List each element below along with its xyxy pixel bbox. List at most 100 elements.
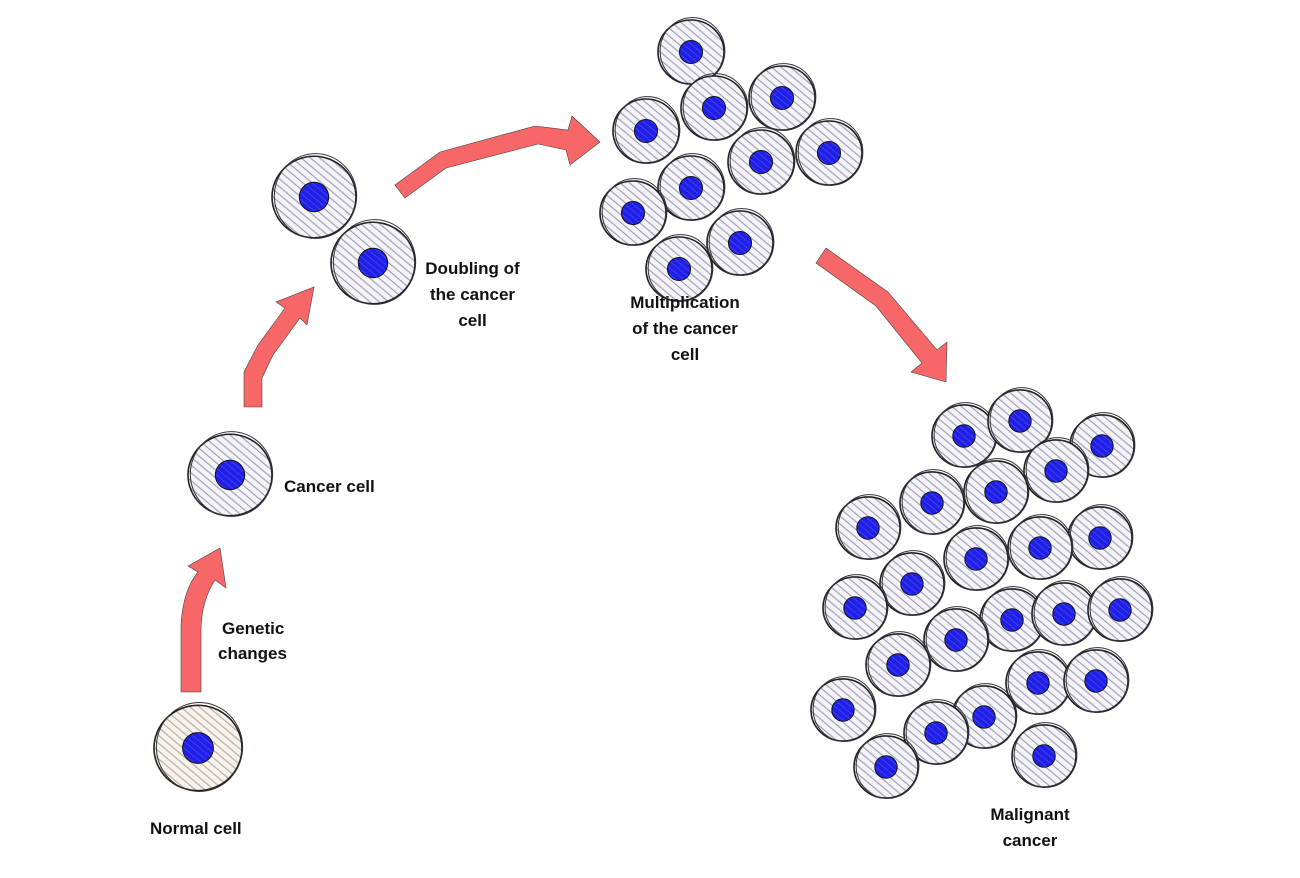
cell-outline-sketch	[1013, 722, 1078, 788]
cell-outline-sketch	[682, 73, 749, 141]
cell-nucleus	[900, 572, 924, 596]
malignant-cell	[903, 699, 970, 765]
label-multiplication-line3: cell	[670, 345, 700, 364]
multiplication-cell	[727, 127, 796, 195]
cell-nucleus	[214, 459, 246, 491]
cell-nucleus	[678, 175, 704, 201]
multiplication-cell	[657, 153, 726, 221]
cell-nucleus	[1108, 598, 1132, 622]
malignant-cell	[865, 631, 932, 697]
malignant-cell	[1023, 437, 1090, 503]
label-multiplication-line1: Multiplication	[630, 293, 740, 312]
cell-outline-sketch	[273, 153, 358, 239]
label-doubling-line3: cell	[458, 311, 487, 330]
cell-nucleus	[298, 181, 330, 213]
arrow-to-doubling	[243, 286, 315, 408]
label-multiplication-line2: of the cancer	[632, 319, 738, 338]
multiplication-cell	[657, 17, 726, 85]
malignant-cell	[853, 733, 920, 799]
cell-outline-sketch	[1025, 437, 1090, 503]
cell-nucleus	[920, 491, 944, 515]
label-malignant-line2: cancer	[1002, 831, 1058, 850]
cell-nucleus	[727, 230, 753, 256]
cell-outline-sketch	[901, 469, 966, 535]
cell-nucleus	[1028, 536, 1052, 560]
label-genetic-changes-line2: changes	[218, 644, 287, 663]
cell-outline-sketch	[812, 676, 877, 742]
malignant-cell	[1087, 576, 1154, 642]
normal-cell	[153, 702, 244, 792]
cell-nucleus	[769, 85, 795, 111]
cell-nucleus	[1044, 459, 1068, 483]
malignant-cell	[931, 402, 998, 468]
malignant-cell	[1067, 504, 1134, 570]
cell-nucleus	[952, 424, 976, 448]
cell-outline-sketch	[855, 733, 920, 799]
cell-outline-sketch	[797, 118, 864, 186]
cell-outline-sketch	[155, 702, 244, 792]
multiplication-cell	[599, 178, 668, 246]
cell-outline-sketch	[1089, 576, 1154, 642]
cell-nucleus	[886, 653, 910, 677]
cell-outline-sketch	[824, 574, 889, 640]
malignant-cell	[822, 574, 889, 640]
cell-outline-sketch	[905, 699, 970, 765]
cell-nucleus	[633, 118, 659, 144]
malignant-cell	[963, 458, 1030, 524]
cell-outline-sketch	[837, 494, 902, 560]
cell-nucleus	[924, 721, 948, 745]
malignant-cell	[1007, 514, 1074, 580]
malignant-cell	[1005, 649, 1072, 715]
cell-nucleus	[856, 516, 880, 540]
malignant-cell	[923, 606, 990, 672]
malignant-cell	[943, 525, 1010, 591]
label-malignant-line1: Malignant	[990, 805, 1070, 824]
malignant-cell	[810, 676, 877, 742]
cancer-cell	[187, 431, 274, 517]
label-normal-cell: Normal cell	[150, 819, 242, 838]
multiplication-cell	[645, 234, 714, 302]
cell-outline-sketch	[708, 208, 775, 276]
cell-outline-sketch	[881, 550, 946, 616]
cell-outline-sketch	[989, 387, 1054, 453]
cell-outline-sketch	[729, 127, 796, 195]
cell-outline-sketch	[647, 234, 714, 302]
multiplication-cell	[680, 73, 749, 141]
cell-nucleus	[666, 256, 692, 282]
cell-nucleus	[843, 596, 867, 620]
cell-nucleus	[357, 247, 389, 279]
cell-nucleus	[1000, 608, 1024, 632]
malignant-cell	[879, 550, 946, 616]
cell-outline-sketch	[1065, 647, 1130, 713]
label-cancer-cell: Cancer cell	[284, 477, 375, 496]
cell-nucleus	[831, 698, 855, 722]
cell-outline-sketch	[925, 606, 990, 672]
cell-nucleus	[182, 732, 214, 764]
cell-nucleus	[874, 755, 898, 779]
cell-outline-sketch	[614, 96, 681, 164]
cell-outline-sketch	[1009, 514, 1074, 580]
doubling-cell	[271, 153, 358, 239]
arrow-to-multiplication	[394, 115, 601, 199]
label-doubling-line1: Doubling of	[425, 259, 520, 278]
cell-nucleus	[1088, 526, 1112, 550]
cell-nucleus	[816, 140, 842, 166]
cell-nucleus	[678, 39, 704, 65]
arrow-genetic-changes	[180, 547, 227, 693]
cell-outline-sketch	[945, 525, 1010, 591]
malignant-cell	[835, 494, 902, 560]
cell-outline-sketch	[750, 63, 817, 131]
malignant-cell	[1031, 580, 1098, 646]
cell-outline-sketch	[965, 458, 1030, 524]
cell-outline-sketch	[659, 153, 726, 221]
cell-outline-sketch	[867, 631, 932, 697]
malignant-cell	[979, 586, 1046, 652]
multiplication-cell	[795, 118, 864, 186]
malignant-cell	[987, 387, 1054, 453]
cell-nucleus	[1084, 669, 1108, 693]
cell-nucleus	[964, 547, 988, 571]
malignant-cell	[1063, 647, 1130, 713]
arrow-to-malignant	[815, 247, 948, 383]
cell-nucleus	[1008, 409, 1032, 433]
